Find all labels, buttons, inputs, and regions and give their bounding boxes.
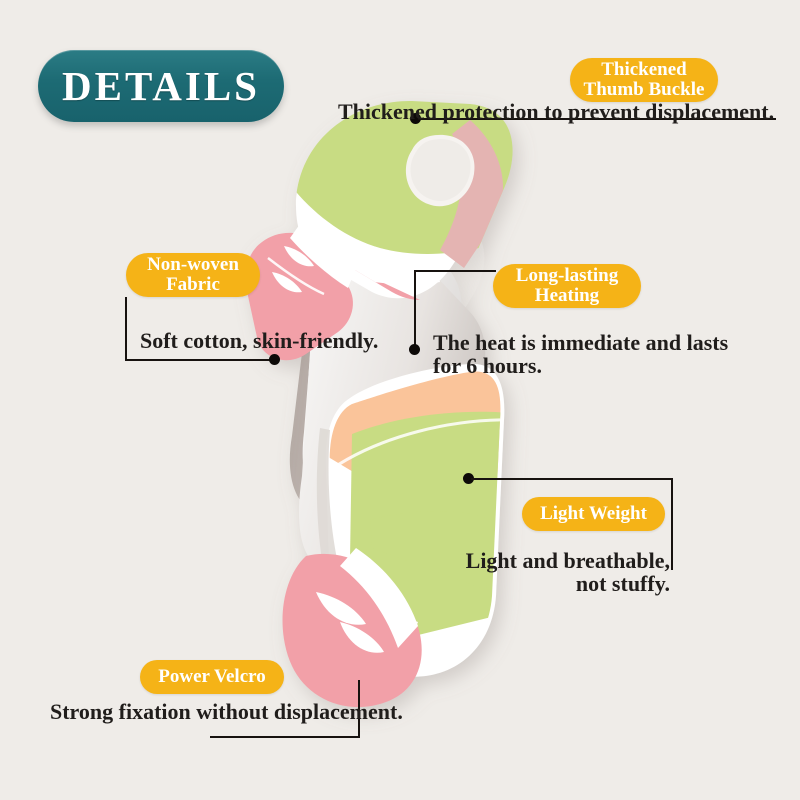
leader-segment-horizontal: [210, 736, 360, 738]
feature-label-text: Non-woven Fabric: [147, 254, 239, 295]
feature-label-text: Light Weight: [540, 503, 647, 525]
feature-description-non-woven-fabric: Soft cotton, skin-friendly.: [140, 328, 379, 353]
leader-segment-vertical: [671, 478, 673, 570]
leader-segment-horizontal: [471, 478, 673, 480]
leader-segment-horizontal: [125, 359, 273, 361]
feature-label-text: Power Velcro: [158, 666, 266, 688]
leader-dot-light-weight: [463, 473, 474, 484]
feature-label-long-lasting-heating: Long-lasting Heating: [493, 264, 641, 308]
leader-dot-non-woven-fabric: [269, 354, 280, 365]
feature-description-long-lasting-heating: The heat is immediate and lasts for 6 ho…: [433, 330, 729, 379]
feature-label-text: Long-lasting Heating: [515, 265, 619, 306]
details-badge: DETAILS: [38, 50, 284, 122]
feature-description-thumb-buckle: Thickened protection to prevent displace…: [338, 99, 775, 124]
feature-label-power-velcro: Power Velcro: [140, 660, 284, 694]
feature-description-light-weight: Light and breathable, not stuffy.: [465, 548, 670, 597]
feature-label-non-woven-fabric: Non-woven Fabric: [126, 253, 260, 297]
details-badge-label: DETAILS: [62, 63, 260, 109]
leader-segment-horizontal: [414, 270, 496, 272]
leader-dot-long-lasting-heating: [409, 344, 420, 355]
feature-description-power-velcro: Strong fixation without displacement.: [50, 699, 403, 724]
leader-segment-vertical: [125, 297, 127, 361]
feature-label-text: Thickened Thumb Buckle: [583, 59, 705, 100]
feature-label-light-weight: Light Weight: [522, 497, 665, 531]
feature-label-thumb-buckle: Thickened Thumb Buckle: [570, 58, 718, 102]
leader-segment-vertical: [414, 270, 416, 350]
